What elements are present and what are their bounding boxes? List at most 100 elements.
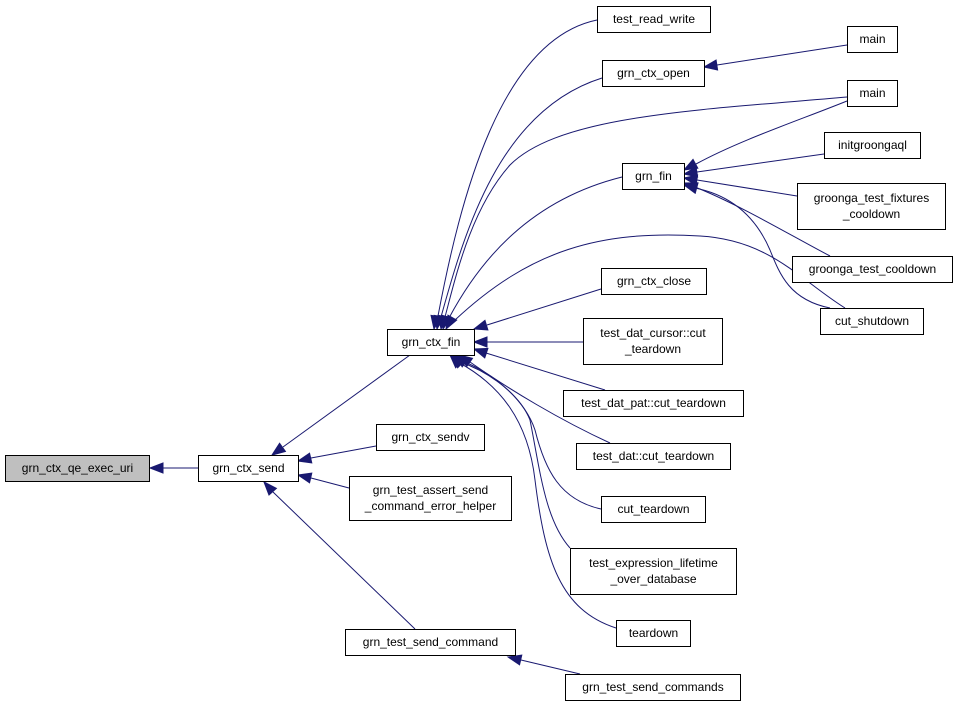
node-grn-test-send-command[interactable]: grn_test_send_command <box>345 629 516 656</box>
node-label: grn_ctx_send <box>212 461 284 475</box>
edge-line <box>696 179 798 197</box>
node-test-expression-lifetime-over-database[interactable]: test_expression_lifetime _over_database <box>570 548 737 595</box>
node-label: grn_test_send_command <box>363 635 498 649</box>
node-box[interactable] <box>387 329 475 356</box>
edge-test_dat_pat_cut_teardown-to-grn_ctx_fin <box>472 347 606 391</box>
node-label: grn_ctx_fin <box>402 335 461 349</box>
node-label: grn_ctx_close <box>617 274 691 288</box>
arrowhead <box>682 158 699 171</box>
node-test-dat-cut-teardown[interactable]: test_dat::cut_teardown <box>576 443 731 470</box>
node-grn-ctx-sendv[interactable]: grn_ctx_sendv <box>376 424 485 451</box>
node-box[interactable] <box>597 6 711 33</box>
node-label: _command_error_helper <box>364 499 496 513</box>
edge-grn_ctx_sendv-to-grn_ctx_send <box>296 445 377 464</box>
edge-line <box>694 186 831 257</box>
node-grn-test-send-commands[interactable]: grn_test_send_commands <box>565 674 741 701</box>
edges-layer <box>148 19 848 675</box>
arrowhead <box>472 336 488 348</box>
node-label: test_read_write <box>613 12 695 26</box>
node-grn-ctx-close[interactable]: grn_ctx_close <box>601 268 707 295</box>
node-grn-ctx-qe-exec-uri[interactable]: grn_ctx_qe_exec_uri <box>5 455 150 482</box>
node-test-dat-pat-cut-teardown[interactable]: test_dat_pat::cut_teardown <box>563 390 744 417</box>
node-box[interactable] <box>797 183 946 230</box>
node-label: _cooldown <box>842 207 900 221</box>
node-grn-ctx-send[interactable]: grn_ctx_send <box>198 455 299 482</box>
node-label: test_expression_lifetime <box>589 556 718 570</box>
node-box[interactable] <box>376 424 485 451</box>
node-box[interactable] <box>576 443 731 470</box>
node-teardown[interactable]: teardown <box>616 620 691 647</box>
node-box[interactable] <box>570 548 737 595</box>
edge-initgroongaql-to-grn_fin <box>682 153 825 178</box>
node-box[interactable] <box>824 132 921 159</box>
edge-grn_ctx_close-to-grn_ctx_fin <box>472 288 602 331</box>
edge-test_dat_cursor_cut_teardown-to-grn_ctx_fin <box>472 336 583 348</box>
node-box[interactable] <box>601 268 707 295</box>
node-label: grn_ctx_sendv <box>391 430 469 444</box>
edge-test_read_write-to-grn_ctx_fin <box>430 19 598 331</box>
node-box[interactable] <box>820 308 924 335</box>
arrowhead <box>682 183 699 195</box>
node-grn-ctx-fin[interactable]: grn_ctx_fin <box>387 329 475 356</box>
node-box[interactable] <box>622 163 685 190</box>
edge-line <box>272 491 416 630</box>
node-main-2[interactable]: main <box>847 80 898 107</box>
edge-grn_ctx_fin-to-grn_ctx_send <box>270 354 411 456</box>
node-label: grn_ctx_open <box>617 66 690 80</box>
node-box[interactable] <box>616 620 691 647</box>
edge-grn_ctx_open-to-grn_ctx_fin <box>433 77 603 331</box>
node-box[interactable] <box>198 455 299 482</box>
node-label: main <box>859 32 885 46</box>
node-label: _over_database <box>609 572 696 586</box>
node-box[interactable] <box>563 390 744 417</box>
node-label: _teardown <box>624 342 681 356</box>
edge-line <box>716 44 848 66</box>
arrowhead <box>148 462 164 474</box>
edge-teardown-to-grn_ctx_fin <box>449 354 617 629</box>
edge-line <box>520 659 581 675</box>
node-box[interactable] <box>601 496 706 523</box>
node-label: grn_ctx_qe_exec_uri <box>22 461 133 475</box>
node-cut-teardown[interactable]: cut_teardown <box>601 496 706 523</box>
edge-grn_test_send_commands-to-grn_test_send_command <box>506 654 581 675</box>
edge-line <box>282 354 411 448</box>
node-box[interactable] <box>565 674 741 701</box>
arrowhead <box>449 354 464 369</box>
node-label: grn_fin <box>635 169 672 183</box>
edge-main_1-to-grn_ctx_open <box>702 44 848 71</box>
node-initgroongaql[interactable]: initgroongaql <box>824 132 921 159</box>
node-box[interactable] <box>5 455 150 482</box>
edge-line <box>695 100 848 165</box>
node-groonga-test-fixtures-cooldown[interactable]: groonga_test_fixtures_cooldown <box>797 183 946 230</box>
node-box[interactable] <box>792 256 953 283</box>
node-box[interactable] <box>349 476 512 521</box>
node-box[interactable] <box>602 60 705 87</box>
node-main-1[interactable]: main <box>847 26 898 53</box>
node-box[interactable] <box>847 26 898 53</box>
node-box[interactable] <box>847 80 898 107</box>
edge-line <box>485 352 606 391</box>
arrowhead <box>506 654 523 666</box>
node-grn-test-assert-send-command-error-helper[interactable]: grn_test_assert_send _command_error_helpe… <box>349 476 512 521</box>
node-label: main <box>859 86 885 100</box>
node-groonga-test-cooldown[interactable]: groonga_test_cooldown <box>792 256 953 283</box>
node-box[interactable] <box>583 318 723 365</box>
node-test-dat-cursor-cut-teardown[interactable]: test_dat_cursor::cut_teardown <box>583 318 723 365</box>
node-grn-ctx-open[interactable]: grn_ctx_open <box>602 60 705 87</box>
node-label: grn_test_assert_send <box>373 483 488 497</box>
arrowhead <box>270 442 287 456</box>
node-label: initgroongaql <box>838 138 907 152</box>
edge-line <box>696 153 825 173</box>
node-label: groonga_test_cooldown <box>809 262 936 276</box>
node-label: teardown <box>629 626 678 640</box>
arrowhead <box>682 166 699 178</box>
node-cut-shutdown[interactable]: cut_shutdown <box>820 308 924 335</box>
node-box[interactable] <box>345 629 516 656</box>
node-test-read-write[interactable]: test_read_write <box>597 6 711 33</box>
edge-line <box>694 187 831 309</box>
node-label: grn_test_send_commands <box>582 680 723 694</box>
node-grn-fin[interactable]: grn_fin <box>622 163 685 190</box>
edge-line <box>486 288 602 326</box>
edge-grn_ctx_send-to-grn_ctx_qe_exec_uri <box>148 462 198 474</box>
node-label: cut_teardown <box>617 502 689 516</box>
